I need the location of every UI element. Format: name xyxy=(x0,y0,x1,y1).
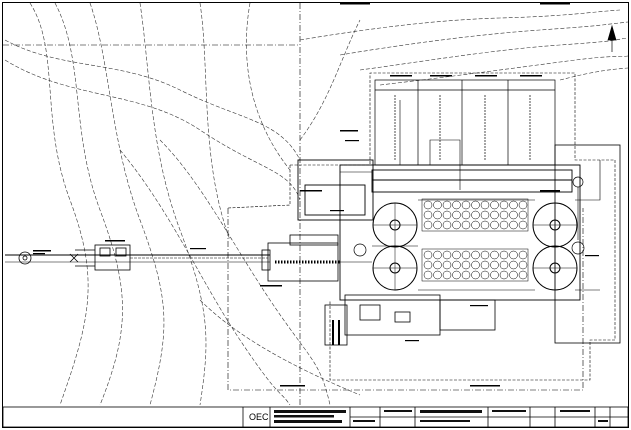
topography-contours xyxy=(4,2,629,406)
property-lines xyxy=(3,3,584,405)
headworks xyxy=(261,234,340,282)
filter-cell-block xyxy=(421,198,529,232)
filter-cell xyxy=(509,220,518,230)
filter-cell xyxy=(471,210,480,220)
filter-cell xyxy=(452,270,461,280)
filter-cell xyxy=(442,250,452,260)
filter-cell xyxy=(471,260,480,270)
filter-cell xyxy=(499,220,509,230)
filter-cell xyxy=(509,250,518,260)
filter-cell xyxy=(490,200,499,210)
filter-cell xyxy=(499,210,509,220)
filter-cell xyxy=(423,260,433,270)
filter-cell xyxy=(509,200,518,210)
filter-cell xyxy=(490,260,499,270)
filter-cell xyxy=(471,250,480,260)
filter-cell xyxy=(499,260,509,270)
valve-icon xyxy=(18,251,79,265)
filter-cell xyxy=(461,220,471,230)
pump-station-icon xyxy=(75,244,131,271)
filter-cell xyxy=(433,210,442,220)
filter-cell xyxy=(518,270,528,280)
filter-cell xyxy=(509,260,518,270)
north-arrow-icon xyxy=(607,24,617,52)
filter-cell xyxy=(471,270,480,280)
filter-cell xyxy=(452,220,461,230)
filter-cell xyxy=(518,220,528,230)
filter-basins xyxy=(374,79,556,166)
filter-cell xyxy=(518,260,528,270)
process-building xyxy=(297,159,581,301)
outer-yard-fence xyxy=(554,144,621,344)
chemical-tanks xyxy=(353,176,585,257)
filter-cell xyxy=(518,210,528,220)
filter-cell xyxy=(433,250,442,260)
filter-cell xyxy=(452,260,461,270)
title-block-logo: OEC xyxy=(249,412,269,422)
filter-cell xyxy=(480,210,490,220)
filter-cell xyxy=(499,270,509,280)
filter-cell xyxy=(490,210,499,220)
filter-cell xyxy=(518,200,528,210)
filter-cell xyxy=(442,270,452,280)
filter-cell xyxy=(433,270,442,280)
annotation-leaders xyxy=(33,3,599,387)
filter-cell xyxy=(490,220,499,230)
filter-cell xyxy=(442,200,452,210)
filter-cell xyxy=(509,270,518,280)
title-block xyxy=(2,406,629,428)
filter-cell xyxy=(423,270,433,280)
filter-cell xyxy=(442,210,452,220)
filter-cell xyxy=(461,270,471,280)
filter-cell xyxy=(423,220,433,230)
filter-cell xyxy=(509,210,518,220)
filter-cell xyxy=(461,200,471,210)
filter-cell xyxy=(490,250,499,260)
filter-cell xyxy=(471,200,480,210)
filter-cell xyxy=(499,200,509,210)
clarifier-icon xyxy=(372,202,578,291)
site-fence xyxy=(227,72,616,381)
filter-cell xyxy=(480,220,490,230)
filter-cell xyxy=(480,270,490,280)
filter-cell xyxy=(433,260,442,270)
filter-cell xyxy=(433,220,442,230)
filter-cell xyxy=(518,250,528,260)
filter-cell xyxy=(442,260,452,270)
filter-cell xyxy=(499,250,509,260)
filter-cell xyxy=(461,250,471,260)
title-block-fill xyxy=(274,410,608,423)
filter-cell xyxy=(423,200,433,210)
filter-cell xyxy=(480,200,490,210)
filter-cell-block xyxy=(421,248,529,282)
filter-cell xyxy=(452,250,461,260)
filter-cell xyxy=(452,210,461,220)
filter-cell xyxy=(442,220,452,230)
filter-cell xyxy=(452,200,461,210)
filter-cell xyxy=(461,260,471,270)
filter-cell-array xyxy=(421,198,529,282)
filter-cell xyxy=(471,220,480,230)
filter-cell xyxy=(433,200,442,210)
operations-building xyxy=(324,294,496,346)
filter-cell xyxy=(480,250,490,260)
filter-cell xyxy=(480,260,490,270)
filter-cell xyxy=(490,270,499,280)
filter-cell xyxy=(423,250,433,260)
filter-cell xyxy=(423,210,433,220)
influent-pipeline xyxy=(5,254,270,263)
process-piping xyxy=(340,100,601,291)
filter-cell xyxy=(461,210,471,220)
